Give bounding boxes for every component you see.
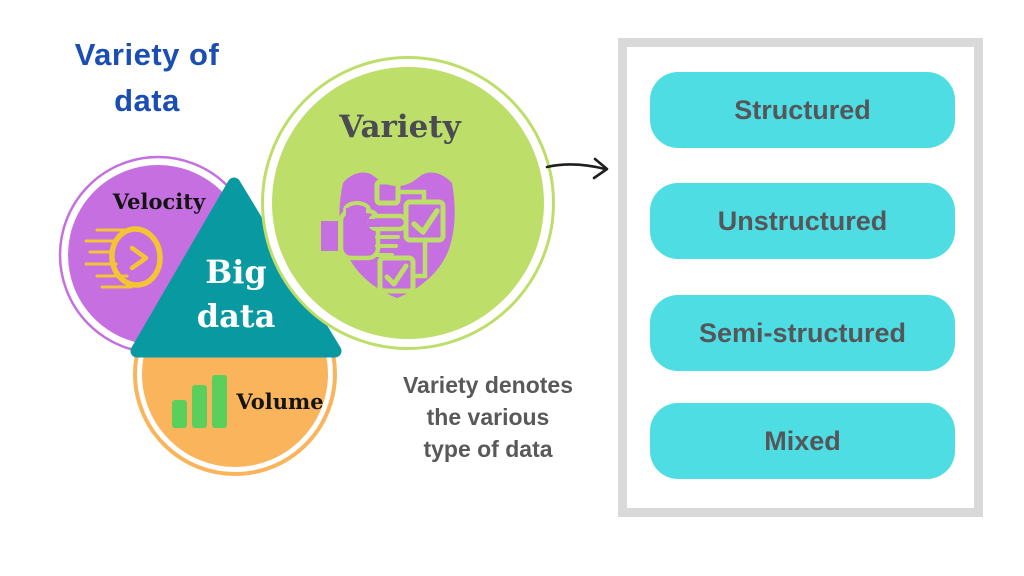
big-data-label: Big data xyxy=(176,250,296,338)
data-type-semi-structured: Semi-structured xyxy=(650,295,955,371)
bar-chart-icon xyxy=(172,375,227,428)
data-type-mixed-label: Mixed xyxy=(764,425,841,456)
arrow-right-icon xyxy=(545,157,609,180)
variety-caption: Variety denotes the various type of data xyxy=(378,369,598,465)
data-type-structured-label: Structured xyxy=(734,94,871,125)
data-type-structured: Structured xyxy=(650,72,955,148)
page-title-line1: Variety of xyxy=(74,37,220,72)
data-type-unstructured: Unstructured xyxy=(650,183,955,259)
data-type-unstructured-label: Unstructured xyxy=(717,205,888,236)
variety-caption-line1: Variety denotes xyxy=(402,372,574,398)
data-type-mixed: Mixed xyxy=(650,403,955,479)
volume-label: Volume xyxy=(236,389,324,414)
variety-caption-line3: type of data xyxy=(423,436,553,462)
big-data-label-line1: Big xyxy=(205,253,267,291)
page-title-line2: data xyxy=(114,83,180,118)
big-data-label-line2: data xyxy=(196,297,276,335)
variety-label: Variety xyxy=(339,109,461,145)
variety-caption-line2: the various xyxy=(426,404,550,430)
speedometer-icon xyxy=(84,226,163,289)
data-type-semi-structured-label: Semi-structured xyxy=(698,317,907,348)
shield-checklist-icon xyxy=(321,172,455,298)
page-title: Variety of data xyxy=(38,32,256,124)
velocity-label: Velocity xyxy=(112,189,206,214)
